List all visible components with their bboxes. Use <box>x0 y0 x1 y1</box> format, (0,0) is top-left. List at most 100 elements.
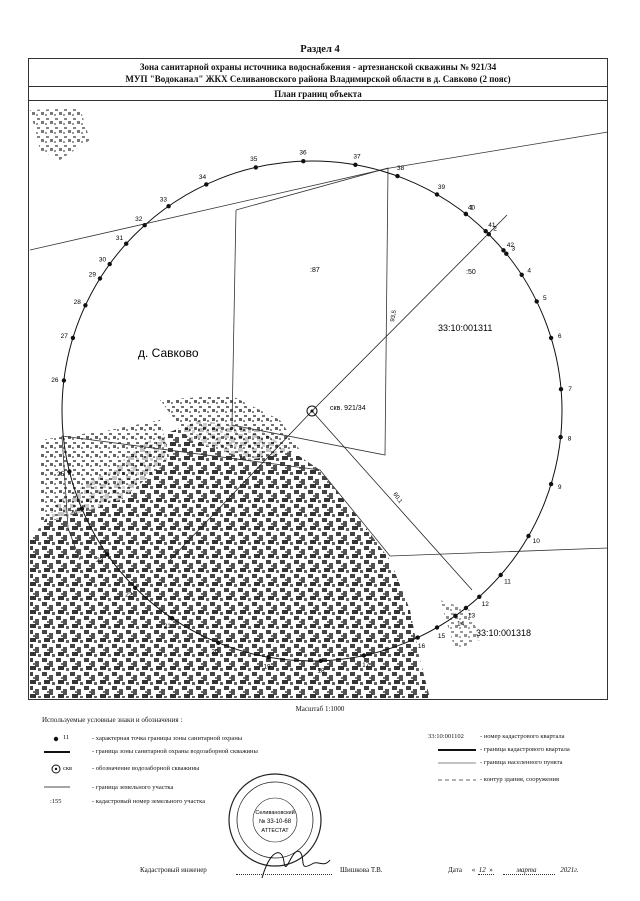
boundary-point <box>534 299 539 304</box>
boundary-point-label: 3 <box>511 246 515 253</box>
boundary-point <box>216 640 221 645</box>
boundary-point-label: 17 <box>362 662 370 669</box>
boundary-points: 1234567891011121314151617181920212223242… <box>51 150 572 675</box>
parcel-50-label: :50 <box>466 269 476 276</box>
stamp-line-2: № 33-10-68 <box>259 818 292 825</box>
legend-point-desc: - характерная точка границы зоны санитар… <box>92 735 243 742</box>
boundary-point-label: 39 <box>438 184 446 191</box>
boundary-point-label: 13 <box>468 613 476 620</box>
signature-line <box>236 874 332 875</box>
radius-line-sw <box>169 410 313 561</box>
signature-name: Шишкова Т.В. <box>340 866 383 874</box>
boundary-point <box>361 653 367 658</box>
date-month-line <box>503 874 555 875</box>
boundary-point-label: 34 <box>199 174 207 181</box>
boundary-point <box>124 241 129 246</box>
legend-land-desc: - граница земельного участка <box>92 784 174 791</box>
boundary-point <box>70 335 76 341</box>
boundary-point-label: 32 <box>135 216 143 223</box>
plan-title: План границ объекта <box>28 86 608 101</box>
boundary-point <box>477 594 482 599</box>
boundary-point-label: 38 <box>397 165 405 172</box>
boundary-point <box>483 229 488 234</box>
boundary-point-label: 21 <box>164 623 172 630</box>
header-line-2: МУП "Водоканал" ЖКХ Селивановского район… <box>125 74 511 84</box>
legend-well-sample: скв <box>63 765 73 772</box>
boundary-point-label: 14 <box>457 621 465 628</box>
boundary-point <box>526 533 531 539</box>
well-marker-center <box>310 409 314 413</box>
boundary-point-label: 27 <box>61 333 69 340</box>
date-month: марта <box>516 866 537 874</box>
map-frame <box>28 100 608 700</box>
legend-cadnum-desc: - кадастровый номер земельного участка <box>92 798 206 805</box>
boundary-point <box>558 387 564 392</box>
signature-scribble <box>261 850 331 879</box>
legend-well-desc: - обозначение водозаборной скважины <box>92 765 200 772</box>
boundary-point-label: 19 <box>263 664 271 671</box>
boundary-point-label: 42 <box>507 242 515 249</box>
boundary-point <box>301 159 306 164</box>
boundary-point <box>266 655 271 660</box>
boundary-point <box>79 506 85 511</box>
boundary-point-label: 9 <box>558 484 562 491</box>
boundary-point <box>519 272 524 277</box>
seal-stamp: Селивановский № 33-10-68 АТТЕСТАТ <box>228 773 322 867</box>
boundary-point-label: 12 <box>482 601 490 608</box>
legend-quarter-sample: 33:10:001102 <box>428 733 464 740</box>
aerial-texture <box>30 108 480 698</box>
boundary-point-label: 26 <box>51 377 59 384</box>
boundary-point-label: 35 <box>250 156 258 163</box>
boundary-point-label: 37 <box>353 153 361 160</box>
quarter-border-north <box>29 131 609 251</box>
boundary-point <box>434 192 440 197</box>
boundary-point-label: 30 <box>99 256 107 263</box>
boundary-point <box>204 182 209 187</box>
boundary-point-label: 2 <box>493 225 497 232</box>
date-label: Дата <box>448 866 462 874</box>
section-title: Раздел 4 <box>300 44 340 55</box>
boundary-point-label: 25 <box>57 471 65 478</box>
boundary-point <box>504 251 509 256</box>
legend-quarter-border-desc: - граница кадастрового квартала <box>480 746 570 753</box>
legend-zone-desc: - граница зоны санитарной охраны водозаб… <box>92 748 258 755</box>
boundary-point-label: 41 <box>488 222 496 229</box>
legend-point-symbol <box>53 736 59 742</box>
legend-well-symbol-dot <box>54 767 58 771</box>
legend-well-symbol <box>51 764 61 774</box>
boundary-point <box>105 552 110 557</box>
boundary-point <box>501 248 506 253</box>
boundary-point-label: 18 <box>317 667 325 674</box>
boundary-point <box>463 211 469 217</box>
date-block: Дата «12» марта 2021г. <box>448 866 579 874</box>
well-label: скв. 921/34 <box>330 405 366 412</box>
date-day-line <box>478 874 494 875</box>
date-day: 12 <box>478 866 486 874</box>
boundary-point <box>395 173 400 179</box>
boundary-point <box>558 434 563 440</box>
settlement-border <box>61 435 81 561</box>
header-box: Зона санитарной охраны источника водосна… <box>28 58 608 100</box>
boundary-point <box>253 165 258 170</box>
boundary-point-label: 1 <box>470 204 474 211</box>
boundary-point <box>142 223 147 228</box>
boundary-point-label: 4 <box>527 267 531 274</box>
boundary-point-label: 28 <box>74 299 82 306</box>
legend-title: Используемые условные знаки и обозначени… <box>42 716 183 724</box>
boundary-point <box>415 635 420 640</box>
stamp-line-3: АТТЕСТАТ <box>261 828 289 834</box>
parcel-87-label: :87 <box>310 267 320 274</box>
boundary-point <box>318 658 323 663</box>
boundary-point-label: 15 <box>438 633 446 640</box>
boundary-point <box>166 204 171 209</box>
radius-line-se <box>311 410 473 591</box>
boundary-point-label: 24 <box>70 510 78 517</box>
boundary-point <box>61 378 67 383</box>
boundary-point <box>453 613 458 618</box>
stamp-line-1: Селивановский <box>255 809 294 816</box>
boundary-point-label: 29 <box>89 271 97 278</box>
date-year: 2021г. <box>560 866 579 874</box>
boundary-point-label: 7 <box>568 386 572 393</box>
boundary-point-label: 22 <box>125 592 133 599</box>
radius-line-ne <box>311 214 508 412</box>
